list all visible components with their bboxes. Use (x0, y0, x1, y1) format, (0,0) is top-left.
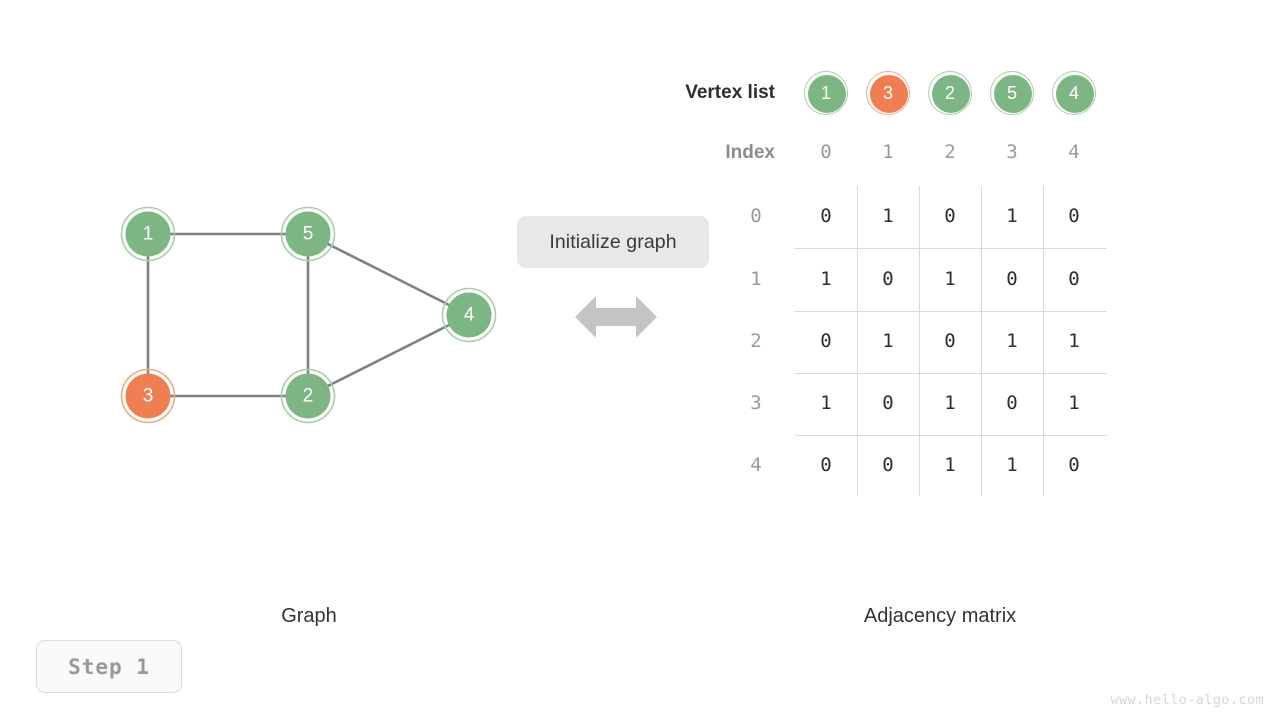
matrix-cell: 1 (1068, 330, 1080, 352)
graph-nodes: 1 5 3 2 4 (120, 206, 497, 424)
graph-figure: 1 5 3 2 4 (120, 206, 497, 424)
vertex-circle (932, 75, 970, 113)
graph-node-3: 3 (120, 368, 176, 424)
matrix-cell: 0 (882, 392, 894, 414)
matrix-gridline-vertical (981, 186, 982, 496)
graph-edge (307, 313, 470, 398)
index-column-label: 2 (944, 141, 956, 163)
matrix-cell: 0 (944, 330, 956, 352)
graph-node-4: 4 (441, 287, 497, 343)
step-label: Step 1 (68, 654, 150, 679)
vertex-list-label: Vertex list (685, 82, 775, 103)
matrix-gridline-vertical (1043, 186, 1044, 496)
vertex-list-item-2: 2 (928, 71, 972, 115)
operation-chip: Initialize graph (517, 216, 709, 268)
matrix-gridline-vertical (919, 186, 920, 496)
graph-node-label: 4 (464, 305, 475, 326)
vertex-circle (870, 75, 908, 113)
index-column-label: 0 (820, 141, 832, 163)
vertex-label: 5 (1006, 82, 1017, 103)
graph-node-label: 3 (143, 386, 154, 407)
index-column-label: 3 (1006, 141, 1018, 163)
matrix-caption: Adjacency matrix (863, 605, 1017, 627)
matrix-row-label: 2 (750, 330, 762, 352)
vertex-circle (808, 75, 846, 113)
vertex-label: 4 (1068, 82, 1079, 103)
matrix-cell: 0 (1068, 454, 1080, 476)
vertex-label: 3 (882, 82, 893, 103)
graph-caption: Graph (281, 605, 337, 627)
vertex-circle (1056, 75, 1094, 113)
index-row-label: Index (725, 142, 775, 163)
matrix-cell: 1 (882, 330, 894, 352)
matrix-gridline-horizontal (795, 373, 1107, 374)
matrix-cell: 0 (1006, 392, 1018, 414)
matrix-row-label: 4 (750, 454, 762, 476)
matrix-cell: 0 (820, 205, 832, 227)
matrix-row-label: 0 (750, 205, 762, 227)
matrix-cell: 1 (1068, 392, 1080, 414)
graph-node-2: 2 (280, 368, 336, 424)
index-column-label: 1 (882, 141, 894, 163)
vertex-list-item-5: 5 (990, 71, 1034, 115)
matrix-row-label: 3 (750, 392, 762, 414)
matrix-cell: 0 (882, 454, 894, 476)
vertex-label: 2 (944, 82, 955, 103)
vertex-list-item-3: 3 (866, 71, 910, 115)
matrix-cell: 1 (944, 268, 956, 290)
matrix-cell: 1 (882, 205, 894, 227)
matrix-cell: 0 (1068, 205, 1080, 227)
graph-node-label: 5 (303, 224, 314, 245)
operation-label: Initialize graph (549, 230, 677, 253)
vertex-list-item-4: 4 (1052, 71, 1096, 115)
graph-node-5: 5 (280, 206, 336, 262)
graph-edge (307, 232, 470, 317)
matrix-cell: 1 (1006, 454, 1018, 476)
matrix-cell: 1 (944, 454, 956, 476)
step-badge: Step 1 (36, 640, 182, 693)
double-arrow-icon (575, 296, 657, 338)
graph-edges (146, 232, 470, 398)
matrix-cell: 1 (1006, 205, 1018, 227)
matrix-cell: 0 (1068, 268, 1080, 290)
vertex-label: 1 (820, 82, 831, 103)
matrix-gridline-horizontal (795, 248, 1107, 249)
graph-node-1: 1 (120, 206, 176, 262)
matrix-cell: 1 (820, 268, 832, 290)
matrix-cell: 0 (1006, 268, 1018, 290)
matrix-gridline-vertical (857, 186, 858, 496)
matrix-cell: 1 (820, 392, 832, 414)
vertex-circle (994, 75, 1032, 113)
matrix-cell: 0 (882, 268, 894, 290)
index-column-label: 4 (1068, 141, 1080, 163)
matrix-row-label: 1 (750, 268, 762, 290)
matrix-cell: 1 (1006, 330, 1018, 352)
matrix-cell: 0 (820, 330, 832, 352)
watermark: www.hello-algo.com (1110, 692, 1264, 708)
matrix-cell: 0 (944, 205, 956, 227)
matrix-cell: 1 (944, 392, 956, 414)
matrix-gridline-horizontal (795, 311, 1107, 312)
matrix-cell: 0 (820, 454, 832, 476)
matrix-gridline-horizontal (795, 435, 1107, 436)
graph-node-label: 2 (303, 386, 314, 407)
vertex-list-item-1: 1 (804, 71, 848, 115)
graph-node-label: 1 (143, 224, 154, 245)
